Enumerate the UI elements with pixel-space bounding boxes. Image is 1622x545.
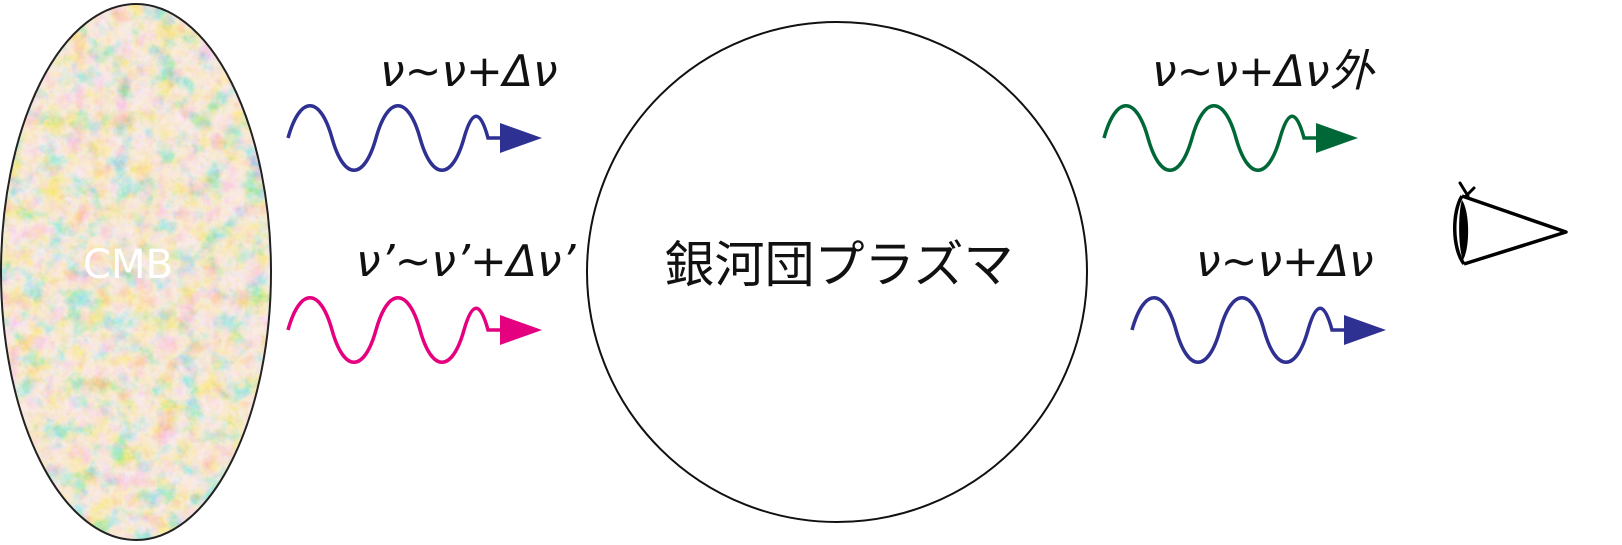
incoming-wave-bottom [286,296,542,364]
arrowhead-icon [500,123,542,153]
eye-icon [1453,181,1568,266]
incoming-wave-top [286,104,542,172]
incoming-top-freq-label: ν~ν+Δν [380,46,558,97]
outgoing-top-freq-label: ν~ν+Δν外 [1152,46,1376,97]
outgoing-bottom-freq-label: ν~ν+Δν [1196,236,1374,287]
wave-line [286,104,510,172]
wave-line [1130,296,1354,364]
cmb-label: CMB [83,242,173,288]
wave-line [286,296,510,364]
cluster-circle [586,21,1088,523]
cluster-label: 銀河団プラズマ [665,236,1014,294]
cluster-plasma: 銀河団プラズマ [586,21,1088,523]
cmb-outline [0,3,272,541]
arrowhead-icon [500,315,542,345]
outgoing-wave-bottom [1130,296,1386,364]
arrowhead-icon [1316,123,1358,153]
outgoing-wave-top [1102,104,1358,172]
wave-line [1102,104,1326,172]
cmb-map: CMB [0,3,272,541]
arrowhead-icon [1344,315,1386,345]
incoming-bottom-freq-label: ν’~ν’+Δν’ [356,236,577,287]
